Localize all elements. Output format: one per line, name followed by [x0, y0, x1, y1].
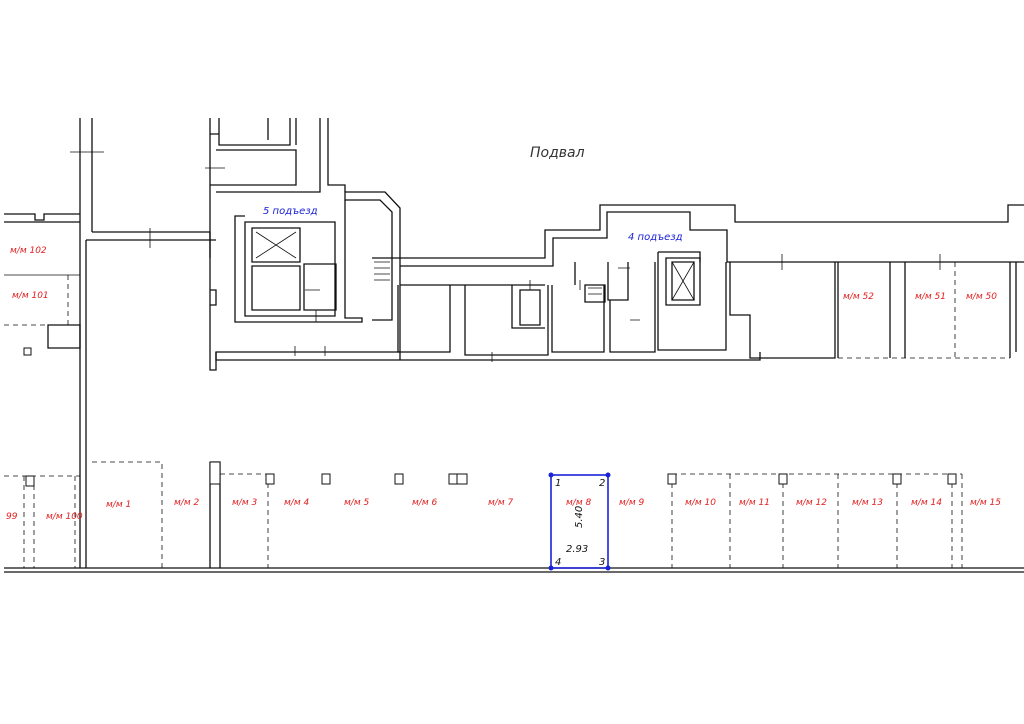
space-label-101: м/м 101 [12, 291, 49, 301]
selected-space[interactable]: 1 2 3 4 5.40 2.93 [548, 472, 611, 571]
space-label-8: м/м 8 [566, 498, 591, 508]
vertex-3-label: 3 [599, 557, 605, 568]
space-label-1: м/м 1 [106, 500, 131, 510]
width-dimension: 2.93 [566, 544, 588, 555]
space-label-13: м/м 13 [852, 498, 883, 508]
space-label-2: м/м 2 [174, 498, 199, 508]
space-label-52: м/м 52 [843, 292, 874, 302]
structural-marks [70, 151, 941, 362]
vertex-4-label: 4 [555, 557, 561, 568]
space-label-102: м/м 102 [10, 246, 47, 256]
plan-title: Подвал [530, 145, 585, 161]
space-label-99: 99 [6, 512, 18, 522]
space-label-4: м/м 4 [284, 498, 309, 508]
space-label-9: м/м 9 [619, 498, 644, 508]
space-label-51: м/м 51 [915, 292, 946, 302]
space-label-5: м/м 5 [344, 498, 369, 508]
space-label-14: м/м 14 [911, 498, 942, 508]
space-label-10: м/м 10 [685, 498, 716, 508]
space-label-100: м/м 100 [46, 512, 83, 522]
space-label-6: м/м 6 [412, 498, 437, 508]
vertex-2-label: 2 [599, 478, 605, 489]
space-label-7: м/м 7 [488, 498, 513, 508]
parking-row [4, 461, 1024, 573]
space-label-11: м/м 11 [739, 498, 770, 508]
space-label-3: м/м 3 [232, 498, 257, 508]
space-label-50: м/м 50 [966, 292, 997, 302]
space-label-15: м/м 15 [970, 498, 1001, 508]
space-label-12: м/м 12 [796, 498, 827, 508]
length-dimension: 5.40 [574, 506, 585, 528]
upper-walls [4, 118, 1024, 568]
entrance-4-label: 4 подъезд [628, 232, 683, 243]
entrance-5-label: 5 подъезд [263, 206, 318, 217]
vertex-1-label: 1 [555, 478, 561, 489]
